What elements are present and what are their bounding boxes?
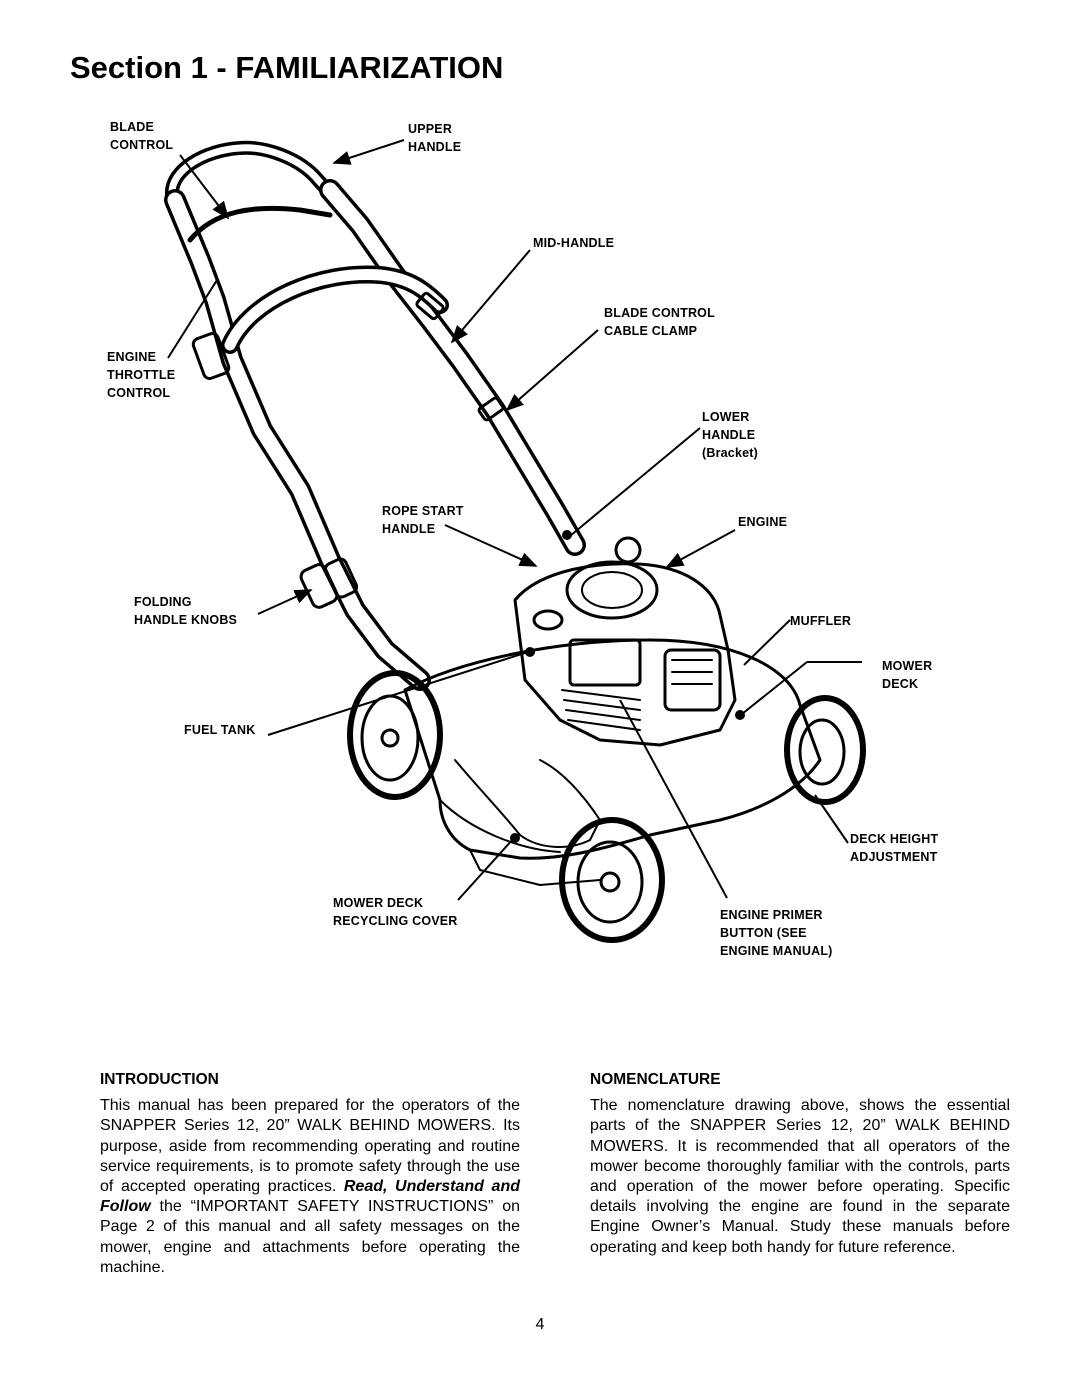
introduction-heading: INTRODUCTION (100, 1071, 219, 1088)
wheel-rear-right (784, 695, 866, 805)
introduction-section: INTRODUCTION This manual has been prepar… (100, 1070, 520, 1278)
label-lower-handle: LOWER HANDLE (Bracket) (702, 410, 758, 460)
page-title: Section 1 - FAMILIARIZATION (70, 50, 504, 85)
fuel-cap (532, 609, 564, 631)
introduction-text: This manual has been prepared for the op… (100, 1097, 520, 1276)
engine-top-cap (565, 560, 659, 620)
muffler-body (663, 648, 722, 712)
primer-cap (614, 536, 642, 564)
label-muffler: MUFFLER (790, 614, 852, 628)
throttle-lever (191, 332, 231, 380)
blade-control-bail (187, 205, 333, 243)
label-engine: ENGINE (738, 515, 788, 529)
introduction-emphasis: Read, Understand and Follow (100, 1178, 520, 1216)
nomenclature-text: The nomenclature drawing above, shows th… (590, 1097, 1010, 1256)
engine-air-filter (568, 638, 642, 687)
mower-diagram (164, 139, 866, 943)
wheel-front-left (559, 817, 665, 943)
leader-lines (167, 139, 862, 901)
page-number: 4 (535, 1316, 545, 1333)
label-rope-start-handle: ROPE START HANDLE (382, 504, 464, 536)
recycling-cover (454, 759, 601, 848)
label-upper-handle: UPPER HANDLE (408, 122, 462, 154)
wheel-rear-left (347, 670, 443, 800)
engine-body (513, 562, 737, 747)
label-mid-handle: MID-HANDLE (533, 236, 615, 250)
label-mower-deck: MOWER DECK (882, 659, 933, 691)
label-folding-handle-knobs: FOLDING HANDLE KNOBS (134, 595, 238, 627)
label-engine-throttle-control: ENGINE THROTTLE CONTROL (107, 350, 176, 400)
label-mower-deck-recycling-cover: MOWER DECK RECYCLING COVER (333, 896, 458, 928)
mower-illustration (164, 140, 866, 943)
label-fuel-tank: FUEL TANK (184, 723, 256, 737)
nomenclature-section: NOMENCLATURE The nomenclature drawing ab… (590, 1070, 1010, 1258)
label-blade-control: BLADE CONTROL (110, 120, 174, 152)
label-blade-control-cable-clamp: BLADE CONTROL CABLE CLAMP (604, 306, 715, 338)
label-deck-height-adjustment: DECK HEIGHT ADJUSTMENT (850, 832, 939, 864)
nomenclature-heading: NOMENCLATURE (590, 1071, 721, 1088)
label-engine-primer-button: ENGINE PRIMER BUTTON (SEE ENGINE MANUAL) (720, 908, 833, 958)
deck-body (403, 638, 822, 860)
